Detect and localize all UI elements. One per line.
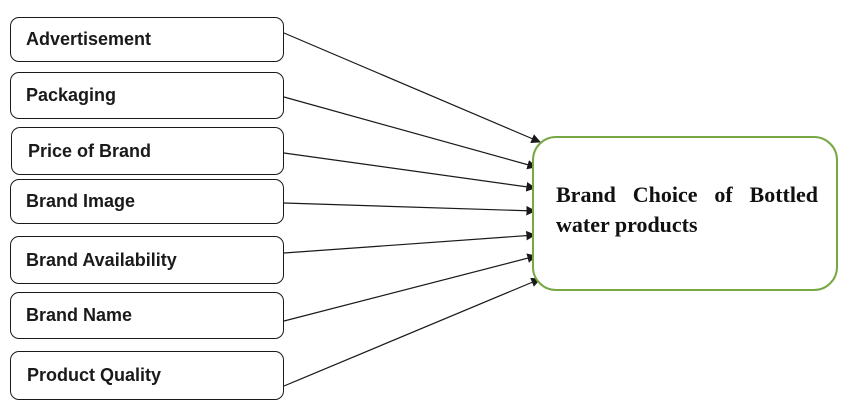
- arrow-packaging: [283, 96, 537, 170]
- factor-box-brand-availability: Brand Availability: [10, 236, 284, 284]
- factor-label: Advertisement: [26, 29, 152, 49]
- arrow-brand-image: [283, 202, 536, 216]
- factor-label: Packaging: [26, 85, 117, 105]
- outcome-box: Brand Choice of Bottled water products: [532, 136, 838, 291]
- arrow-brand-availability: [283, 230, 536, 254]
- arrow-product-quality: [283, 277, 541, 387]
- factor-label: Product Quality: [27, 365, 162, 385]
- factor-label: Brand Availability: [26, 249, 177, 270]
- arrow-advertisement: [283, 32, 541, 144]
- outcome-label: Brand Choice of Bottled water products: [556, 182, 818, 237]
- factor-box-product-quality: Product Quality: [10, 351, 284, 400]
- factor-label: Brand Name: [26, 305, 133, 325]
- factor-label: Price of Brand: [28, 140, 152, 161]
- arrow-price-of-brand: [283, 152, 536, 192]
- factor-box-advertisement: Advertisement: [10, 17, 284, 62]
- factor-box-brand-name: Brand Name: [10, 292, 284, 339]
- factor-box-packaging: Packaging: [10, 72, 284, 119]
- factor-box-brand-image: Brand Image: [10, 179, 284, 224]
- factor-label: Brand Image: [26, 191, 136, 211]
- factor-box-price-of-brand: Price of Brand: [11, 127, 284, 175]
- arrow-brand-name: [283, 253, 537, 322]
